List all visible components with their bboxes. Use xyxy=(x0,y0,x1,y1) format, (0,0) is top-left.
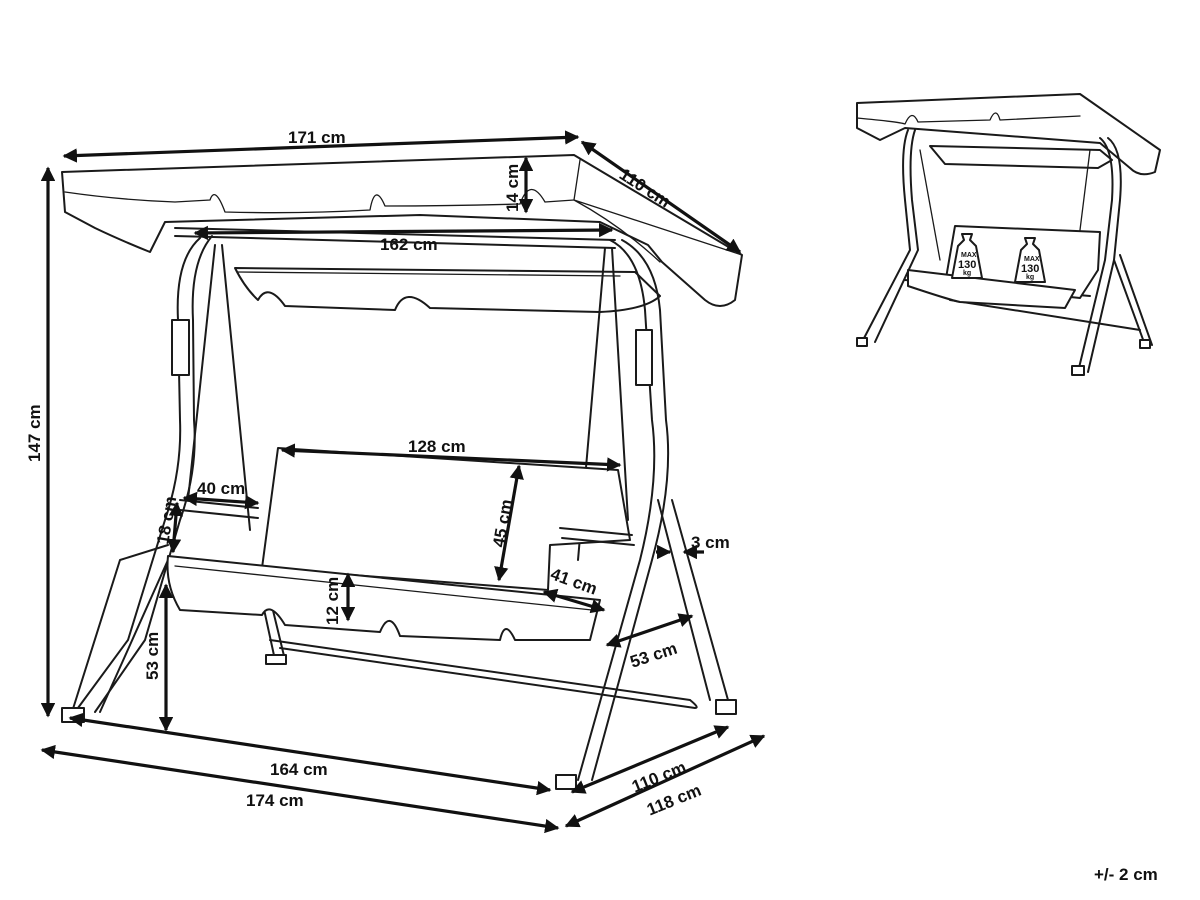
label-tube: 3 cm xyxy=(691,533,730,552)
label-armrest: 40 cm xyxy=(197,479,245,498)
label-canopy-height: 14 cm xyxy=(503,164,522,212)
label-backrest-width: 128 cm xyxy=(408,437,466,456)
svg-text:MAX: MAX xyxy=(961,252,977,259)
backrest xyxy=(261,447,631,591)
dimension-labels: 171 cm 110 cm 14 cm 162 cm 147 cm 128 cm… xyxy=(25,128,730,819)
svg-text:130: 130 xyxy=(958,259,976,271)
right-frame xyxy=(577,239,656,781)
swing-drawing xyxy=(61,154,743,790)
label-frame-side: 53 cm xyxy=(628,639,680,672)
dimension-lines xyxy=(40,130,766,834)
label-armrest-height: 18 cm xyxy=(153,495,180,546)
label-seat-height: 53 cm xyxy=(143,632,162,680)
canopy-flap xyxy=(234,267,661,313)
label-base-width: 164 cm xyxy=(270,760,328,779)
label-total-height: 147 cm xyxy=(25,404,44,462)
swing-thumbnail: MAX 130 kg MAX 130 kg xyxy=(856,93,1161,376)
svg-text:MAX: MAX xyxy=(1024,256,1040,263)
label-total-width: 174 cm xyxy=(246,791,304,810)
svg-text:kg: kg xyxy=(963,270,971,277)
svg-text:130: 130 xyxy=(1021,263,1039,275)
bottom-frame xyxy=(269,639,698,709)
armrest-right xyxy=(559,527,635,546)
label-beam-length: 162 cm xyxy=(380,235,438,254)
weight-icon-right: MAX 130 kg xyxy=(1014,237,1046,283)
label-canopy-width: 171 cm xyxy=(288,128,346,147)
label-seat-depth: 41 cm xyxy=(548,564,600,598)
tolerance-note: +/- 2 cm xyxy=(1094,865,1158,884)
weight-icon-left: MAX 130 kg xyxy=(951,233,983,279)
label-seat-thickness: 12 cm xyxy=(323,577,342,625)
svg-text:kg: kg xyxy=(1026,274,1034,281)
